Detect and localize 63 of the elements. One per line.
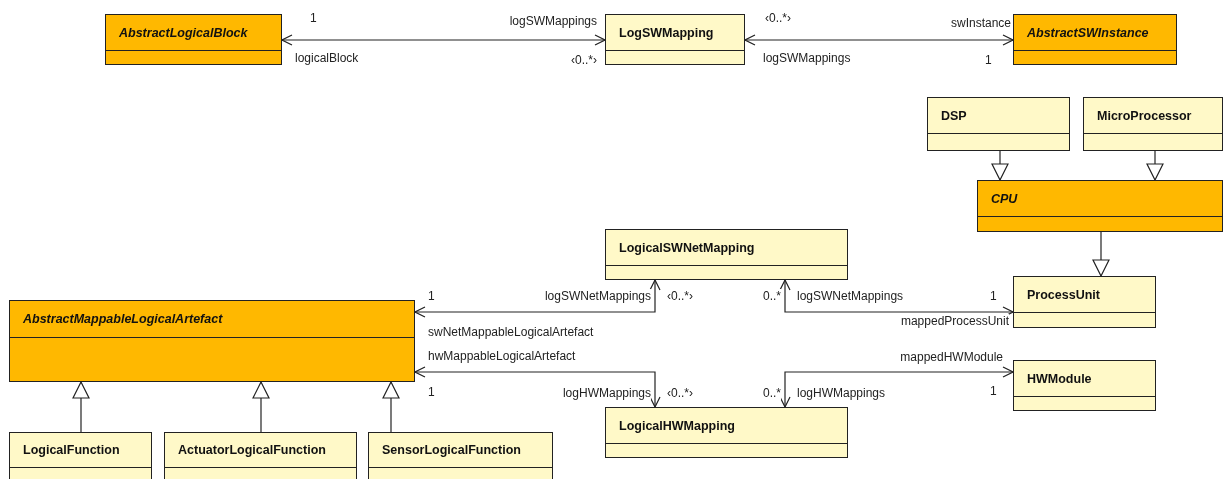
class-name: LogicalFunction [23, 443, 120, 457]
role-label: logSWMappings [763, 51, 851, 65]
role-label: logicalBlock [295, 51, 359, 65]
class-box [1013, 360, 1156, 411]
class-name: DSP [941, 108, 967, 123]
abstract-class-box [105, 14, 282, 65]
role-label: logSWNetMappings [544, 289, 651, 303]
association-line [744, 34, 1014, 46]
class-name: LogicalHWMapping [619, 418, 735, 433]
multiplicity-label: 0..* [763, 289, 781, 303]
class-box [605, 229, 848, 280]
multiplicity-label: 1 [990, 384, 997, 398]
role-label: logHWMappings [562, 386, 651, 400]
class-name: CPU [991, 191, 1018, 206]
class-box [605, 407, 848, 458]
role-label: mappedHWModule [900, 350, 1003, 364]
role-label: logHWMappings [797, 386, 886, 400]
class-name: HWModule [1027, 371, 1092, 386]
class-name: ProcessUnit [1027, 287, 1100, 302]
association-line [281, 34, 606, 46]
class-box [368, 432, 553, 479]
class-box [605, 14, 745, 65]
class-name: AbstractMappableLogicalArtefact [23, 312, 223, 326]
association-line [414, 279, 661, 318]
class-name: ActuatorLogicalFunction [178, 443, 326, 457]
class-name: SensorLogicalFunction [382, 443, 521, 457]
abstract-class-box [1013, 14, 1177, 65]
association-line [779, 366, 1014, 408]
generalization-arrow [382, 381, 400, 433]
role-label: swInstance [950, 16, 1011, 30]
multiplicity-label: 0..* [763, 386, 781, 400]
generalization-arrow [72, 381, 90, 433]
multiplicity-label: 1 [990, 289, 997, 303]
class-box [164, 432, 357, 479]
generalization-arrow [1146, 150, 1164, 181]
class-name: LogicalSWNetMapping [619, 240, 755, 255]
class-box [927, 97, 1070, 151]
class-name: AbstractSWInstance [1027, 25, 1149, 40]
multiplicity-label: 1 [428, 289, 435, 303]
abstract-class-box [977, 180, 1223, 232]
abstract-class-box [9, 300, 415, 382]
multiplicity-label: ‹0..*› [765, 11, 791, 25]
multiplicity-label: 1 [310, 11, 317, 25]
role-label: logSWMappings [509, 14, 597, 28]
multiplicity-label: 1 [985, 53, 992, 67]
multiplicity-label: ‹0..*› [667, 289, 693, 303]
multiplicity-label: ‹0..*› [571, 53, 597, 67]
class-name: AbstractLogicalBlock [119, 25, 248, 40]
role-label: logSWNetMappings [797, 289, 904, 303]
generalization-arrow [252, 381, 270, 433]
role-label: swNetMappableLogicalArtefact [428, 325, 594, 339]
multiplicity-label: ‹0..*› [667, 386, 693, 400]
class-box [1013, 276, 1156, 328]
class-box [1083, 97, 1223, 151]
class-box [9, 432, 152, 479]
association-line [414, 366, 661, 408]
role-label: hwMappableLogicalArtefact [428, 349, 576, 363]
class-name: LogSWMapping [619, 25, 714, 40]
generalization-arrow [1092, 231, 1110, 277]
multiplicity-label: 1 [428, 385, 435, 399]
generalization-arrow [991, 150, 1009, 181]
class-name: MicroProcessor [1097, 108, 1192, 123]
role-label: mappedProcessUnit [900, 314, 1009, 328]
